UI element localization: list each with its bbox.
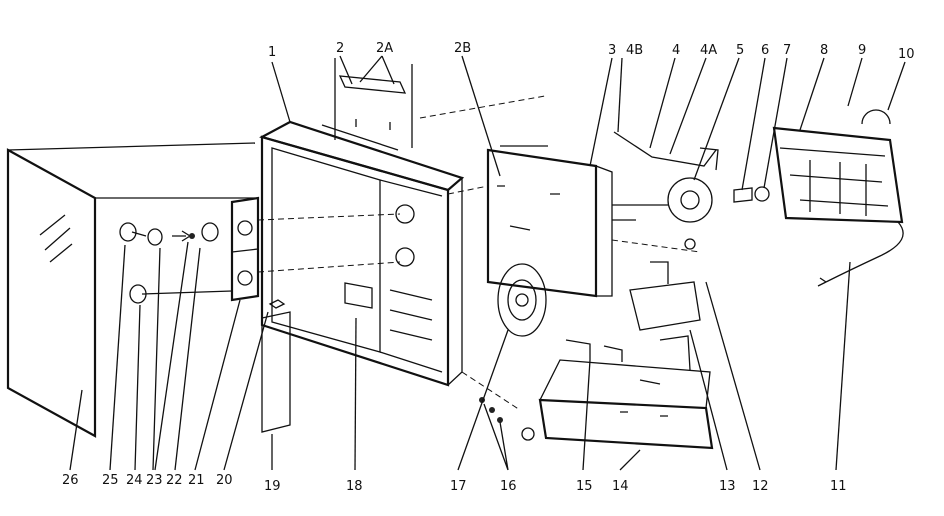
label-7: 7: [783, 43, 791, 58]
label-20: 20: [216, 473, 233, 488]
label-18: 18: [346, 479, 363, 494]
label-17: 17: [450, 479, 467, 494]
label-11: 11: [830, 479, 847, 494]
part-yoke-assembly: [613, 131, 719, 250]
part-top-bracket: [334, 58, 413, 148]
label-15: 15: [576, 479, 593, 494]
label-13: 13: [719, 479, 736, 494]
part-cabinet: [259, 120, 465, 387]
part-tuner: [629, 261, 701, 371]
label-4B: 4B: [626, 43, 643, 58]
label-14: 14: [612, 479, 629, 494]
label-6: 6: [761, 43, 769, 58]
part-screen-glass: [6, 142, 256, 438]
label-1: 1: [268, 45, 276, 60]
label-8: 8: [820, 43, 828, 58]
label-10: 10: [898, 47, 915, 62]
part-knobs: [119, 222, 233, 304]
label-3: 3: [608, 43, 616, 58]
label-5: 5: [736, 43, 744, 58]
part-control-panel-plate: [230, 196, 260, 302]
label-12: 12: [752, 479, 769, 494]
callout-labels: 1 2 2A 2B 3 4B 4 4A 5 6 7 8 9 10 11 12 1…: [62, 41, 915, 494]
part-power-cord: [817, 221, 904, 287]
part-chassis: [521, 339, 714, 450]
part-socket: [733, 186, 770, 203]
label-26: 26: [62, 473, 79, 488]
label-19: 19: [264, 479, 281, 494]
label-25: 25: [102, 473, 119, 488]
label-24: 24: [126, 473, 143, 488]
label-2B: 2B: [454, 41, 471, 56]
leader-lines: [69, 55, 906, 471]
label-9: 9: [858, 43, 866, 58]
label-2A: 2A: [376, 41, 393, 56]
label-2: 2: [336, 41, 344, 56]
label-4: 4: [672, 43, 680, 58]
alignment-guides: [257, 95, 701, 411]
part-speaker: [497, 263, 547, 337]
label-21: 21: [188, 473, 205, 488]
label-22: 22: [166, 473, 183, 488]
label-16: 16: [500, 479, 517, 494]
label-4A: 4A: [700, 43, 717, 58]
part-picture-tube: [486, 145, 636, 298]
part-back-cover: [772, 109, 904, 224]
part-door: [261, 299, 291, 433]
label-23: 23: [146, 473, 163, 488]
